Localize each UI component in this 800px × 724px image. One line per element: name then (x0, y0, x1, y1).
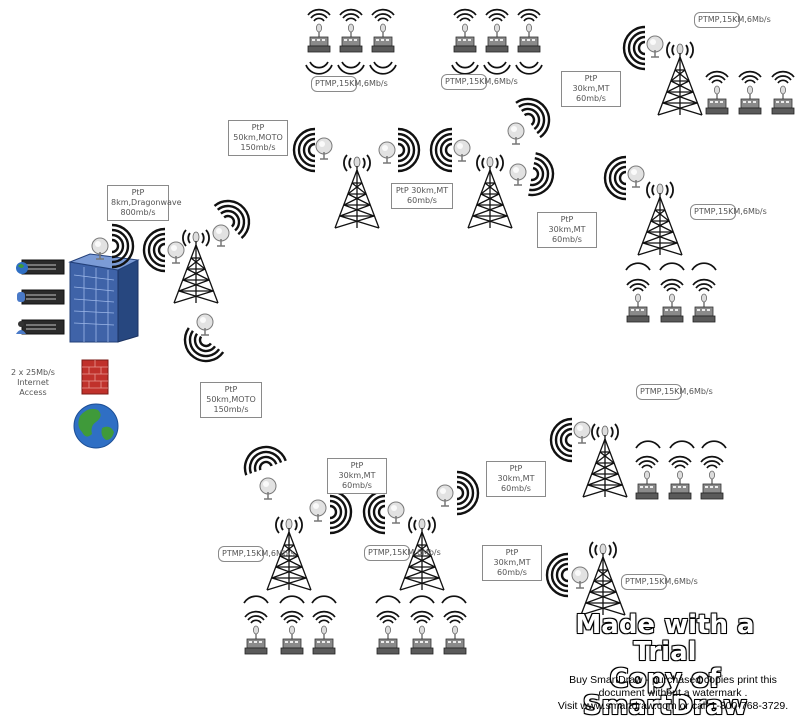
link-label-ptp-moto-top: PtP 50km,MOTO 150mb/s (228, 120, 288, 156)
subscriber-station-icon (517, 8, 541, 53)
subscriber-station-icon (705, 70, 729, 115)
radio-waves-icon (429, 127, 454, 173)
radio-waves-icon (328, 489, 353, 535)
ptmp-label: PTMP,15KM,6Mb/s (441, 74, 518, 90)
satellite-dish-icon (212, 224, 230, 247)
subscriber-station-icon (443, 610, 467, 655)
radio-waves-icon (625, 262, 717, 271)
satellite-dish-icon (627, 165, 645, 188)
link-label-ptp-30km: PtP 30km,MT 60mb/s (561, 71, 621, 107)
subscriber-station-icon (371, 8, 395, 53)
satellite-dish-icon (167, 241, 185, 264)
radio-waves-icon (603, 155, 628, 201)
satellite-dish-icon (509, 163, 527, 186)
satellite-dish-icon (196, 313, 214, 336)
lattice-tower-icon (173, 229, 219, 304)
radio-waves-icon (142, 227, 167, 273)
link-label-ptp-30km: PtP 30km,MT 60mb/s (327, 458, 387, 494)
ptmp-label: PTMP,15KM,6Mb/s (364, 545, 441, 561)
subscriber-station-icon (410, 610, 434, 655)
link-label-ptp-30km: PtP 30km,MT 60mb/s (391, 183, 453, 209)
subscriber-station-icon (771, 70, 795, 115)
server-rack-icon (17, 289, 65, 305)
subscriber-station-icon (453, 8, 477, 53)
satellite-dish-icon (507, 122, 525, 145)
lattice-tower-icon (637, 181, 683, 256)
subscriber-station-icon (626, 278, 650, 323)
ptmp-label: PTMP,15KM,6Mb/s (311, 76, 388, 92)
internet-access-label: 2 x 25Mb/s Internet Access (2, 366, 64, 400)
watermark-title-line: Copy of SmartDraw (582, 664, 748, 721)
radio-waves-icon (362, 489, 387, 535)
subscriber-station-icon (700, 455, 724, 500)
radio-waves-icon (455, 470, 480, 516)
lattice-tower-icon (582, 423, 628, 498)
subscriber-station-icon (485, 8, 509, 53)
ptmp-label: PTMP,15KM,6Mb/s (218, 546, 295, 562)
subscriber-station-icon (376, 610, 400, 655)
subscriber-station-icon (668, 455, 692, 500)
link-label-ptp-30km: PtP 30km,MT 60mb/s (537, 212, 597, 248)
lattice-tower-icon (334, 154, 380, 229)
subscriber-station-icon (280, 610, 304, 655)
ptmp-label: PTMP,15KM,6Mb/s (621, 574, 698, 590)
satellite-dish-icon (387, 501, 405, 524)
watermark-note-line: Visit www.smartdraw.com or call 1-800-76… (557, 700, 789, 712)
radio-waves-icon (396, 127, 421, 173)
radio-waves-icon (305, 61, 397, 75)
link-label-ptp-dragonwave: PtP 8km,Dragonwave 800mb/s (107, 185, 182, 221)
link-label-ptp-30km: PtP 30km,MT 60mb/s (482, 545, 542, 581)
satellite-dish-icon (378, 141, 396, 164)
satellite-dish-icon (646, 35, 664, 58)
satellite-dish-icon (259, 477, 277, 500)
radio-waves-icon (527, 152, 558, 200)
watermark-note-line: document without a watermark . (598, 687, 748, 699)
radio-waves-icon (237, 439, 287, 477)
radio-waves-icon (375, 595, 467, 604)
radio-waves-icon (451, 61, 543, 75)
trial-watermark-note: Buy SmartDraw - purchased copies print t… (548, 674, 798, 713)
subscriber-station-icon (244, 610, 268, 655)
satellite-dish-icon (315, 137, 333, 160)
radio-waves-icon (292, 127, 317, 173)
subscriber-station-icon (339, 8, 363, 53)
satellite-dish-icon (309, 499, 327, 522)
radio-waves-icon (175, 326, 225, 371)
satellite-dish-icon (453, 139, 471, 162)
subscriber-station-icon (635, 455, 659, 500)
subscriber-station-icon (738, 70, 762, 115)
trial-watermark: Made with a Trial Copy of SmartDraw (540, 612, 790, 720)
firewall-icon (81, 359, 109, 395)
link-label-ptp-moto-bottom: PtP 50km,MOTO 150mb/s (200, 382, 262, 418)
subscriber-station-icon (312, 610, 336, 655)
server-rack-icon (16, 319, 65, 335)
radio-waves-icon (243, 595, 337, 604)
satellite-dish-icon (573, 421, 591, 444)
internet-globe-icon (73, 403, 119, 449)
satellite-dish-icon (436, 484, 454, 507)
watermark-title-line: Made with a Trial (575, 610, 755, 667)
subscriber-station-icon (692, 278, 716, 323)
subscriber-station-icon (307, 8, 331, 53)
subscriber-station-icon (660, 278, 684, 323)
datacenter-building-icon (68, 253, 140, 343)
radio-waves-icon (549, 417, 574, 463)
ptmp-label: PTMP,15KM,6Mb/s (636, 384, 713, 400)
satellite-dish-icon (571, 566, 589, 589)
radio-waves-icon (545, 552, 570, 598)
link-label-ptp-30km: PtP 30km,MT 60mb/s (486, 461, 546, 497)
lattice-tower-icon (467, 154, 513, 229)
radio-waves-icon (622, 25, 647, 71)
lattice-tower-icon (657, 41, 703, 116)
radio-waves-icon (635, 440, 727, 449)
watermark-note-line: Buy SmartDraw - purchased copies print t… (569, 674, 777, 686)
ptmp-label: PTMP,15KM,6Mb/s (690, 204, 767, 220)
ptmp-label: PTMP,15KM,6Mb/s (694, 12, 771, 28)
server-rack-icon (16, 259, 65, 275)
